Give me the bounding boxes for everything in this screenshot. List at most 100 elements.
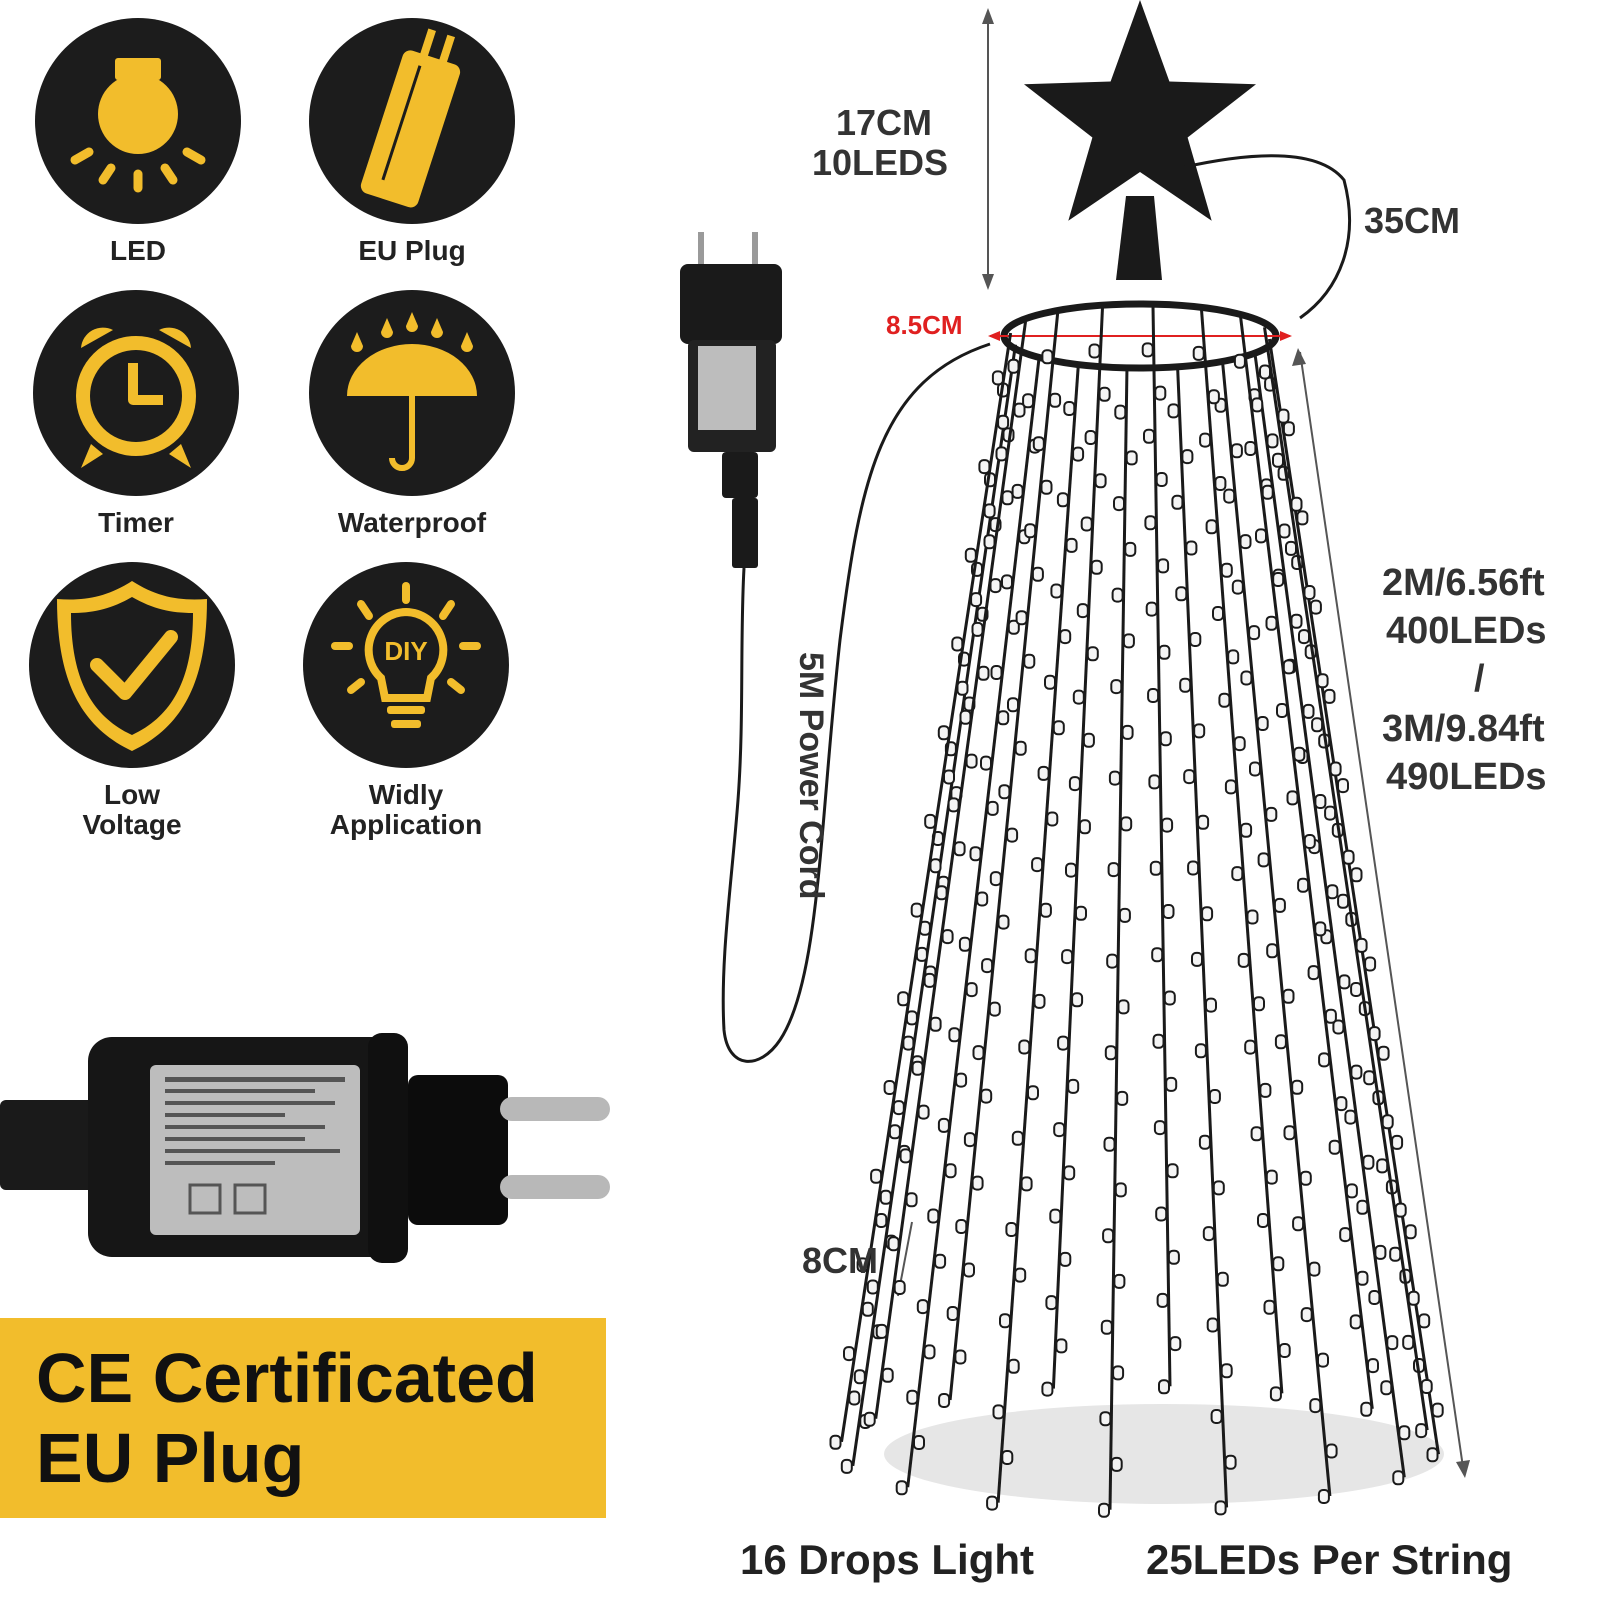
led-bulb [888, 1124, 901, 1140]
led-bulb [1122, 633, 1135, 649]
led-bulb [1107, 862, 1120, 878]
led-bulb [1055, 1338, 1068, 1354]
led-bulb [1278, 1343, 1291, 1358]
led-bulb [1113, 496, 1125, 512]
led-bulb [1272, 452, 1284, 468]
led-bulb [1194, 1043, 1207, 1059]
led-bulb [955, 1219, 968, 1234]
led-bulb [1007, 619, 1020, 635]
led-bulb [924, 813, 937, 829]
led-bulb [1314, 921, 1327, 937]
led-bulb [980, 755, 992, 771]
led-bulb [944, 1163, 957, 1179]
led-bulb [1031, 566, 1044, 582]
led-bulb [1118, 907, 1131, 923]
led-bulb [1153, 1120, 1166, 1136]
led-bulb [899, 1148, 912, 1164]
led-bulb [1072, 689, 1085, 705]
adapter-label [698, 346, 756, 430]
arrow-head [982, 274, 994, 290]
star-base [1116, 196, 1162, 280]
led-bulb [1274, 1034, 1287, 1050]
led-bulb [1342, 849, 1355, 865]
led-bulb [1269, 1386, 1282, 1402]
shield-check-icon [29, 562, 235, 768]
banner-line-1: CE Certificated [36, 1339, 538, 1417]
led-bulb [1360, 1401, 1373, 1417]
led-bulb [956, 680, 969, 696]
led-bulb [997, 914, 1010, 930]
led-bulb [1291, 1079, 1304, 1095]
led-bulb [1063, 1165, 1076, 1181]
led-bulb [1114, 404, 1127, 420]
led-bulb [983, 503, 996, 519]
led-bulb [998, 784, 1011, 800]
led-bulb [1386, 1335, 1399, 1351]
led-bulb [1293, 746, 1306, 762]
led-bulb [1014, 1267, 1027, 1283]
led-bulb [1011, 1130, 1024, 1146]
length-label-1: 2M/6.56ft [1382, 562, 1545, 604]
led-bulb [1078, 819, 1091, 835]
led-bulb [1407, 1290, 1420, 1306]
led-bulb [1023, 653, 1036, 669]
led-bulb [1050, 583, 1063, 599]
led-bulb [1246, 909, 1259, 925]
led-bulb [1032, 436, 1045, 452]
led-bulb [1218, 692, 1231, 708]
led-bulb [1179, 677, 1192, 693]
led-bulb [917, 1104, 930, 1120]
led-bulb [1015, 610, 1028, 626]
led-bulb [1198, 1134, 1211, 1150]
led-bulb [1155, 472, 1168, 487]
led-bulb [964, 547, 977, 563]
led-bulb [1337, 893, 1350, 909]
power-cord-label: 5M Power Cord [792, 652, 830, 900]
led-bulb [1220, 562, 1233, 578]
feature-label: Waterproof [337, 507, 487, 538]
led-bulb [1193, 723, 1206, 739]
led-bulb [1296, 510, 1309, 526]
led-bulb [929, 1016, 942, 1032]
banner-line-2: EU Plug [36, 1419, 305, 1497]
led-bulb [1272, 1256, 1285, 1272]
led-bulb [1285, 540, 1297, 556]
led-bulb [1022, 393, 1035, 409]
led-bulb [1020, 1176, 1033, 1192]
led-bulb [843, 1346, 855, 1362]
led-bulb [1094, 473, 1107, 489]
led-bulb [1356, 1199, 1369, 1215]
led-bulb [1223, 488, 1236, 504]
led-bulb [1380, 1380, 1393, 1396]
led-bulb [863, 1411, 876, 1427]
led-bulb [1392, 1470, 1405, 1486]
led-bulb [829, 1434, 842, 1450]
led-bulb [861, 1301, 874, 1317]
light-string [1051, 307, 1104, 1389]
led-bulb [1298, 629, 1310, 645]
led-bulb [1253, 996, 1265, 1012]
led-bulb [870, 1168, 883, 1184]
diy-bulb-icon: DIY [303, 562, 509, 768]
led-bulb [1206, 1317, 1219, 1333]
led-bulb [1024, 523, 1037, 539]
star-cable [1179, 154, 1352, 320]
led-bulb [1381, 1114, 1394, 1130]
led-bulb [910, 902, 923, 918]
led-bulb [1191, 951, 1203, 967]
led-bulb [1256, 716, 1269, 731]
led-bulb [1282, 659, 1295, 675]
led-bulb [1024, 948, 1037, 964]
led-bulb [981, 958, 994, 974]
led-bulb [1141, 342, 1154, 358]
led-bulb [1044, 674, 1056, 690]
led-bulb [1240, 670, 1253, 686]
led-bulb [1231, 579, 1244, 595]
led-bulb [1163, 990, 1176, 1006]
led-bulb [1273, 897, 1286, 913]
led-bulb [1053, 1122, 1066, 1138]
led-bulb [1363, 1070, 1376, 1086]
led-bulb [951, 636, 964, 652]
led-bulb [1323, 688, 1336, 704]
led-bulb [1364, 956, 1377, 972]
